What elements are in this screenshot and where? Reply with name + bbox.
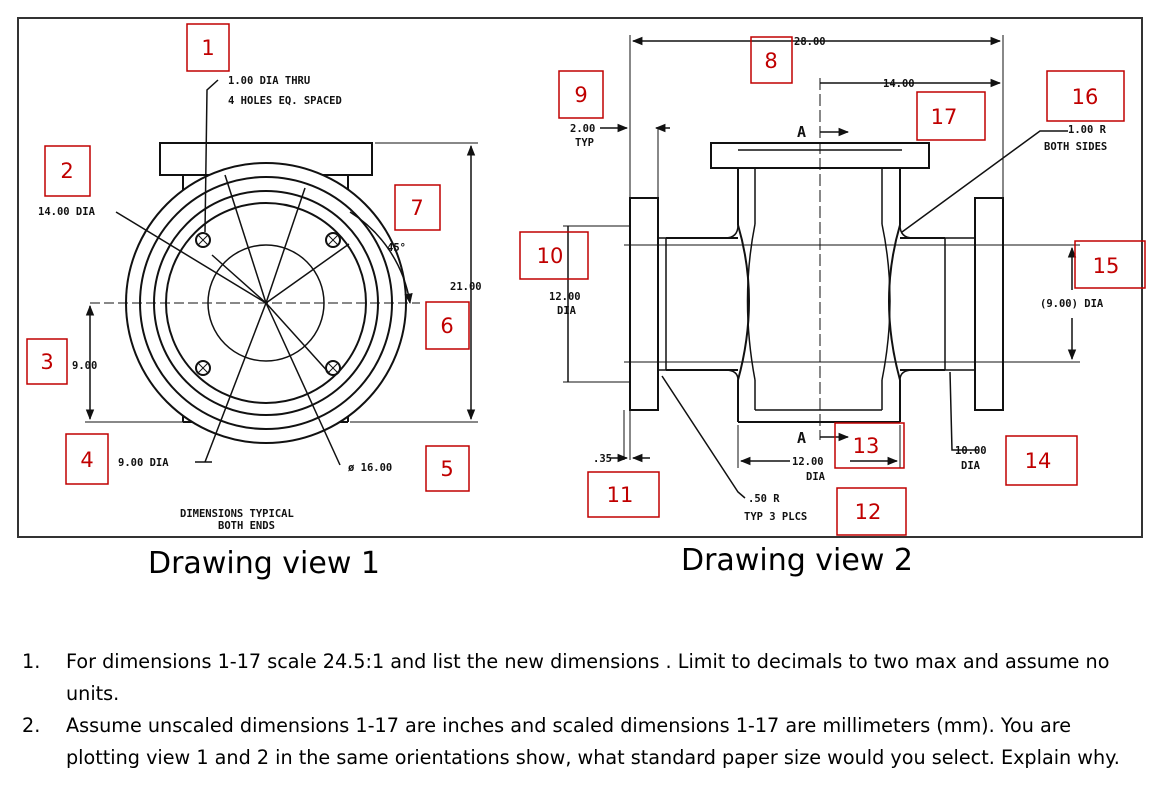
v2-dim-035: .35 bbox=[593, 453, 612, 465]
tag-box-16 bbox=[1046, 70, 1125, 122]
tag-2: 2 bbox=[60, 159, 73, 183]
question-list: 1. For dimensions 1-17 scale 24.5:1 and … bbox=[22, 646, 1147, 774]
v2-bottom-12-line1: 12.00 bbox=[792, 456, 824, 468]
question-item: 1. For dimensions 1-17 scale 24.5:1 and … bbox=[22, 646, 1147, 710]
v2-dia-12-line1: 12.00 bbox=[549, 291, 581, 303]
tag-17: 17 bbox=[931, 105, 958, 129]
tag-10: 10 bbox=[537, 244, 564, 268]
tag-6: 6 bbox=[440, 314, 453, 338]
v2-dia-9-paren: (9.00) DIA bbox=[1040, 298, 1104, 310]
tag-box-1 bbox=[186, 23, 230, 72]
tag-box-14 bbox=[1005, 435, 1078, 486]
v2-radius-1-line2: BOTH SIDES bbox=[1044, 141, 1107, 153]
view1-drawing bbox=[85, 79, 478, 466]
v2-width-14: 14.00 bbox=[883, 78, 915, 90]
tag-9: 9 bbox=[574, 83, 587, 107]
tag-14: 14 bbox=[1025, 449, 1052, 473]
tag-8: 8 bbox=[764, 49, 777, 73]
v1-height-21: 21.00 bbox=[450, 281, 482, 293]
caption-view2: Drawing view 2 bbox=[681, 543, 913, 578]
tag-7: 7 bbox=[410, 196, 423, 220]
v1-note-line2: BOTH ENDS bbox=[218, 520, 275, 532]
tag-box-10 bbox=[519, 231, 589, 280]
v2-typ-2-line1: 2.00 bbox=[570, 123, 595, 135]
v2-dia-12-line2: DIA bbox=[557, 305, 577, 317]
v2-radius-1-line1: 1.00 R bbox=[1068, 124, 1107, 136]
v1-note-line1: DIMENSIONS TYPICAL bbox=[180, 508, 294, 520]
v1-dia-9: 9.00 DIA bbox=[118, 457, 169, 469]
tag-12: 12 bbox=[855, 500, 882, 524]
v1-holes-line1: 1.00 DIA THRU bbox=[228, 75, 310, 87]
tag-5: 5 bbox=[440, 457, 453, 481]
tag-4: 4 bbox=[80, 448, 93, 472]
tag-13: 13 bbox=[853, 434, 880, 458]
tag-box-12 bbox=[836, 487, 907, 536]
question-text: Assume unscaled dimensions 1-17 are inch… bbox=[66, 714, 1120, 769]
v2-section-a-bottom: A bbox=[797, 429, 806, 447]
v1-dia-14: 14.00 DIA bbox=[38, 206, 96, 218]
tag-box-13 bbox=[834, 422, 905, 469]
tag-box-3 bbox=[26, 338, 68, 385]
bolt-holes bbox=[195, 232, 341, 376]
tag-box-17 bbox=[916, 91, 986, 141]
tag-3: 3 bbox=[40, 350, 53, 374]
v1-holes-line2: 4 HOLES EQ. SPACED bbox=[228, 95, 342, 107]
tag-box-8 bbox=[750, 36, 793, 84]
v2-bottom-12-line2: DIA bbox=[806, 471, 826, 483]
caption-view1: Drawing view 1 bbox=[148, 546, 380, 581]
tag-16: 16 bbox=[1072, 85, 1099, 109]
question-item: 2. Assume unscaled dimensions 1-17 are i… bbox=[22, 710, 1147, 774]
v1-angle-45: 45° bbox=[387, 242, 406, 254]
tag-15: 15 bbox=[1093, 254, 1120, 278]
v2-width-28: 28.00 bbox=[794, 36, 826, 48]
tag-box-2 bbox=[44, 145, 91, 197]
view2-drawing bbox=[563, 35, 1080, 499]
tag-box-5 bbox=[425, 445, 470, 492]
question-number: 1. bbox=[22, 650, 41, 673]
tag-box-7 bbox=[394, 184, 441, 231]
v2-radius-050-line1: .50 R bbox=[748, 493, 780, 505]
tag-box-11 bbox=[587, 471, 660, 518]
v1-dia-16: ø 16.00 bbox=[348, 462, 392, 474]
v2-section-a-top: A bbox=[797, 123, 806, 141]
tag-1: 1 bbox=[201, 36, 214, 60]
tag-box-15 bbox=[1074, 240, 1146, 289]
question-text: For dimensions 1-17 scale 24.5:1 and lis… bbox=[66, 650, 1110, 705]
v2-radius-050-line2: TYP 3 PLCS bbox=[744, 511, 807, 523]
tag-box-4 bbox=[65, 433, 109, 485]
tag-11: 11 bbox=[607, 483, 634, 507]
question-number: 2. bbox=[22, 714, 41, 737]
drawing-frame: 1.00 DIA THRU 4 HOLES EQ. SPACED 14.00 D… bbox=[17, 17, 1146, 538]
v2-dia-10-line1: 10.00 bbox=[955, 445, 987, 457]
v2-dia-10-line2: DIA bbox=[961, 460, 981, 472]
v2-typ-2-line2: TYP bbox=[575, 137, 594, 149]
tag-box-6 bbox=[425, 301, 470, 350]
tag-box-9 bbox=[558, 70, 604, 119]
v1-height-9: 9.00 bbox=[72, 360, 97, 372]
